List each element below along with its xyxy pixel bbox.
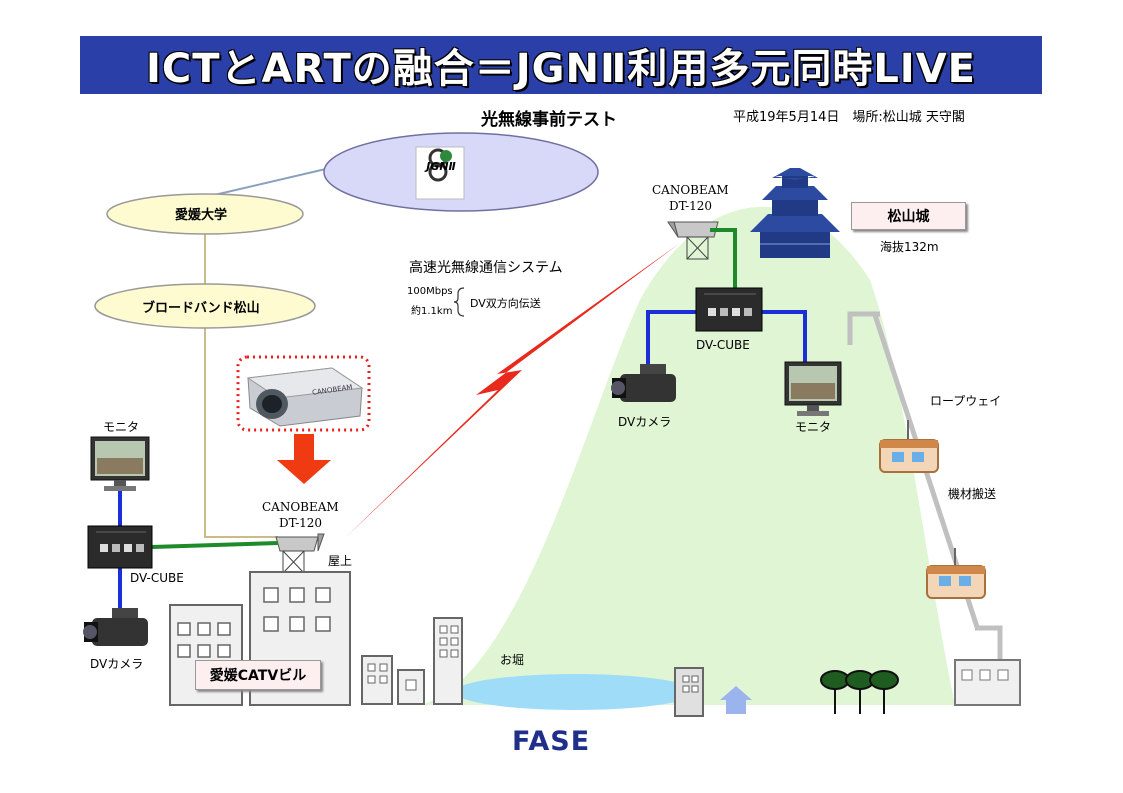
lan-cube-monitor-right bbox=[762, 310, 807, 362]
tree-icons bbox=[820, 670, 899, 714]
monitor-left-label: モニタ bbox=[103, 420, 140, 434]
page-title: ICTとARTの融合＝JGNⅡ利用多元同時LIVE bbox=[146, 46, 976, 92]
transport-label: 機材搬送 bbox=[948, 487, 997, 501]
dvcamera-left-label: DVカメラ bbox=[90, 657, 144, 671]
link-mode-label: DV双方向伝送 bbox=[470, 297, 541, 310]
canobeam-left-model: DT-120 bbox=[279, 516, 323, 530]
down-arrow bbox=[277, 434, 331, 484]
ropeway-station bbox=[954, 659, 1021, 706]
dvcube-right bbox=[695, 287, 763, 332]
broadband-ellipse bbox=[94, 283, 316, 329]
title-bar: ICTとARTの融合＝JGNⅡ利用多元同時LIVE bbox=[80, 36, 1042, 94]
jgn-logo-icon bbox=[428, 148, 452, 182]
canobeam-photo bbox=[246, 367, 364, 427]
lan-cube-camera-right bbox=[646, 310, 696, 370]
castle-icon bbox=[750, 168, 840, 258]
link-jgn-univ bbox=[209, 167, 331, 197]
date-place: 平成19年5月14日 場所:松山城 天守閣 bbox=[733, 110, 965, 125]
gondola-2 bbox=[926, 548, 986, 599]
gondola-1 bbox=[879, 420, 939, 473]
jgn-logo-box bbox=[415, 146, 465, 200]
lan-canobeam-cube-right bbox=[710, 228, 737, 288]
dvcamera-right-label: DVカメラ bbox=[618, 415, 672, 429]
dvcube-left-label: DV-CUBE bbox=[130, 571, 184, 585]
moat-label: お堀 bbox=[500, 653, 525, 667]
dvcube-left bbox=[87, 525, 153, 569]
canobeam-right-model: DT-120 bbox=[669, 199, 713, 213]
spec-bracket bbox=[453, 287, 465, 317]
canobeam-right bbox=[667, 221, 719, 260]
link-broadband-canobeam bbox=[204, 327, 278, 538]
lan-cube-canobeam-left bbox=[151, 541, 279, 549]
ropeway-bottom-support bbox=[975, 625, 1003, 660]
canobeam-left-name: CANOBEAM bbox=[262, 500, 339, 514]
moat bbox=[455, 674, 695, 710]
altitude-label: 海抜132m bbox=[880, 240, 939, 254]
castle-label: 松山城 bbox=[851, 202, 966, 230]
dvcamera-right bbox=[611, 364, 676, 402]
dvcube-right-label: DV-CUBE bbox=[696, 338, 750, 352]
dvcamera-left bbox=[83, 608, 148, 646]
ehime-univ-ellipse bbox=[106, 193, 304, 235]
house-icon bbox=[720, 686, 752, 714]
ropeway-top-support bbox=[847, 311, 880, 318]
ehime-univ-label: 愛媛大学 bbox=[175, 208, 228, 223]
canobeam-right-name: CANOBEAM bbox=[652, 183, 729, 197]
rooftop-label: 屋上 bbox=[328, 554, 353, 568]
castle-hill bbox=[420, 206, 955, 705]
monitor-right-label: モニタ bbox=[795, 420, 832, 434]
link-distance-label: 約1.1km bbox=[411, 306, 453, 317]
broadband-label: ブロードバンド松山 bbox=[142, 301, 260, 316]
subtitle: 光無線事前テスト bbox=[481, 110, 617, 130]
monitor-left bbox=[90, 436, 150, 491]
building-windows bbox=[177, 587, 331, 658]
link-speed-label: 100Mbps bbox=[407, 286, 453, 297]
ropeway-label: ロープウェイ bbox=[930, 394, 1002, 408]
monitor-right bbox=[784, 361, 842, 416]
jgn-logo-label: JGNⅡ bbox=[426, 160, 456, 173]
link-system-label: 高速光無線通信システム bbox=[409, 260, 563, 276]
building-catv-label: 愛媛CATVビル bbox=[195, 660, 321, 690]
fase-logo: FASE bbox=[512, 726, 591, 757]
canobeam-left bbox=[275, 533, 325, 574]
